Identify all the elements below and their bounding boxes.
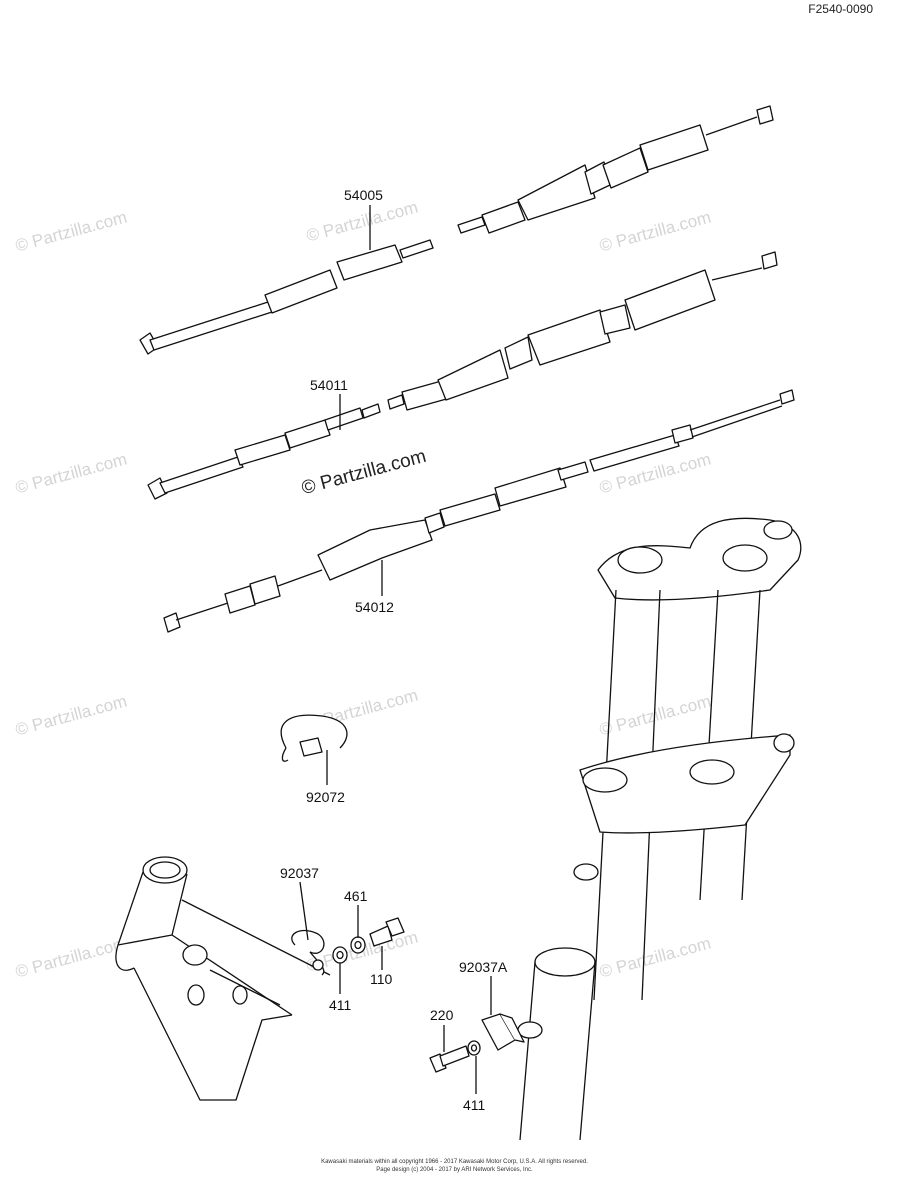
- front-fork: [517, 517, 802, 1141]
- washer-461: [350, 936, 366, 954]
- cable-54012: [163, 389, 795, 633]
- bolt-220: [429, 1045, 470, 1073]
- frame-section: [115, 856, 331, 1101]
- leader-lines: [299, 205, 492, 1094]
- label-92037: 92037: [280, 865, 319, 881]
- washer-411-b: [467, 1040, 481, 1056]
- label-110: 110: [370, 971, 393, 987]
- copyright-line-2: Page design (c) 2004 - 2017 by ARI Netwo…: [376, 1167, 533, 1173]
- label-54012: 54012: [355, 599, 394, 615]
- clip-92037A: [481, 1013, 525, 1051]
- cable-54011: [147, 251, 778, 500]
- cable-54005: [139, 105, 774, 355]
- copyright-line-1: Kawasaki materials within all copyright …: [321, 1159, 588, 1165]
- figure-code: F2540-0090: [808, 2, 873, 16]
- label-54005: 54005: [344, 187, 383, 203]
- label-411-a: 411: [329, 997, 352, 1013]
- label-92072: 92072: [306, 789, 345, 805]
- washer-411-a: [332, 946, 348, 964]
- part-labels: 54005 54011 54012 92072 92037 461 110 41…: [280, 187, 508, 1113]
- clip-92037: [291, 929, 325, 976]
- bolt-110: [369, 917, 405, 947]
- label-220: 220: [430, 1007, 454, 1023]
- label-411-b: 411: [463, 1097, 486, 1113]
- label-54011: 54011: [310, 377, 348, 393]
- clamp-92072: [280, 714, 348, 762]
- label-92037A: 92037A: [459, 959, 508, 975]
- label-461: 461: [344, 888, 368, 904]
